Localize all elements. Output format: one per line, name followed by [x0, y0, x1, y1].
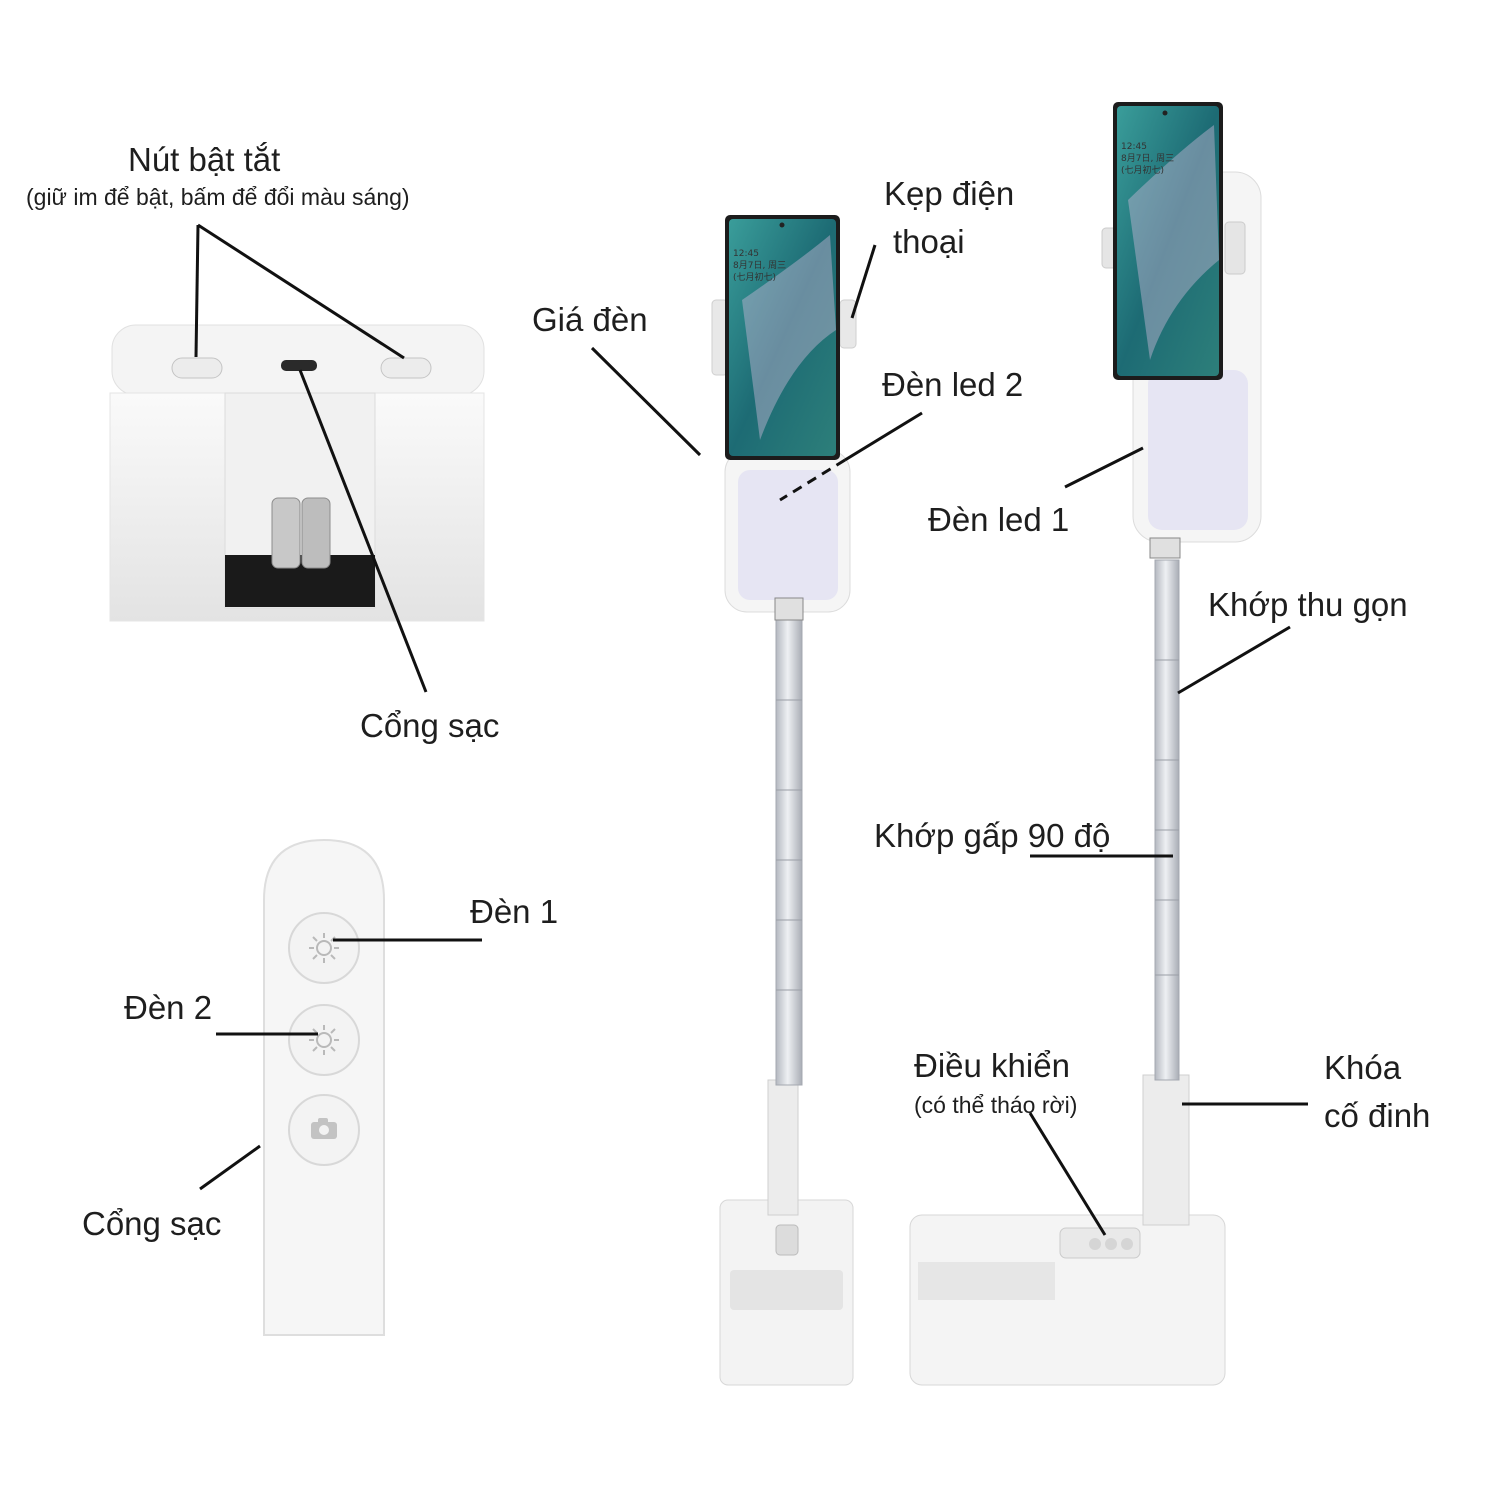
camera-icon — [311, 1118, 337, 1139]
remote-control-note: (có thể tháo rời) — [914, 1092, 1078, 1118]
phone-date-short: 8月7日, 周三 — [733, 260, 786, 271]
power-button-left — [171, 357, 223, 379]
remote-control-label: Điều khiển — [914, 1047, 1070, 1084]
fold-joint-label: Khớp gấp 90 độ — [874, 817, 1111, 854]
power-button-note: (giữ im để bật, bấm để đổi màu sáng) — [26, 184, 410, 210]
usb-port-icon — [281, 360, 317, 371]
led-2-label: Đèn led 2 — [882, 366, 1024, 403]
power-button-label: Nút bật tắt — [128, 141, 281, 178]
charging-port-label-top: Cổng sạc — [360, 707, 500, 744]
charging-port-label-remote: Cổng sạc — [82, 1205, 222, 1242]
remote-control — [263, 838, 385, 1336]
leader-lines — [194, 223, 1308, 1236]
stand-short — [711, 215, 857, 1386]
power-button-right — [380, 357, 432, 379]
lock-label-line2: cố đinh — [1324, 1097, 1431, 1134]
lock-label-line1: Khóa — [1324, 1049, 1402, 1086]
power-unit — [109, 324, 485, 622]
stand-tall — [909, 102, 1262, 1386]
phone-time-tall: 12:45 — [1121, 142, 1147, 152]
phone-clamp-label-line2: thoại — [893, 223, 965, 260]
phone-lunar-short: (七月初七) — [733, 271, 776, 283]
light-1-label: Đèn 1 — [470, 893, 559, 930]
lamp-holder-label: Giá đèn — [532, 301, 648, 338]
phone-clamp-label-line1: Kẹp điện — [884, 175, 1015, 212]
sun-icon — [309, 933, 339, 963]
led-1-label: Đèn led 1 — [928, 501, 1070, 538]
phone-lunar-tall: (七月初七) — [1121, 164, 1164, 176]
retract-joint-label: Khớp thu gọn — [1208, 586, 1408, 623]
phone-time-short: 12:45 — [733, 249, 759, 259]
phone-date-tall: 8月7日, 周三 — [1121, 153, 1174, 164]
light-2-label: Đèn 2 — [124, 989, 213, 1026]
sun-icon — [309, 1025, 339, 1055]
